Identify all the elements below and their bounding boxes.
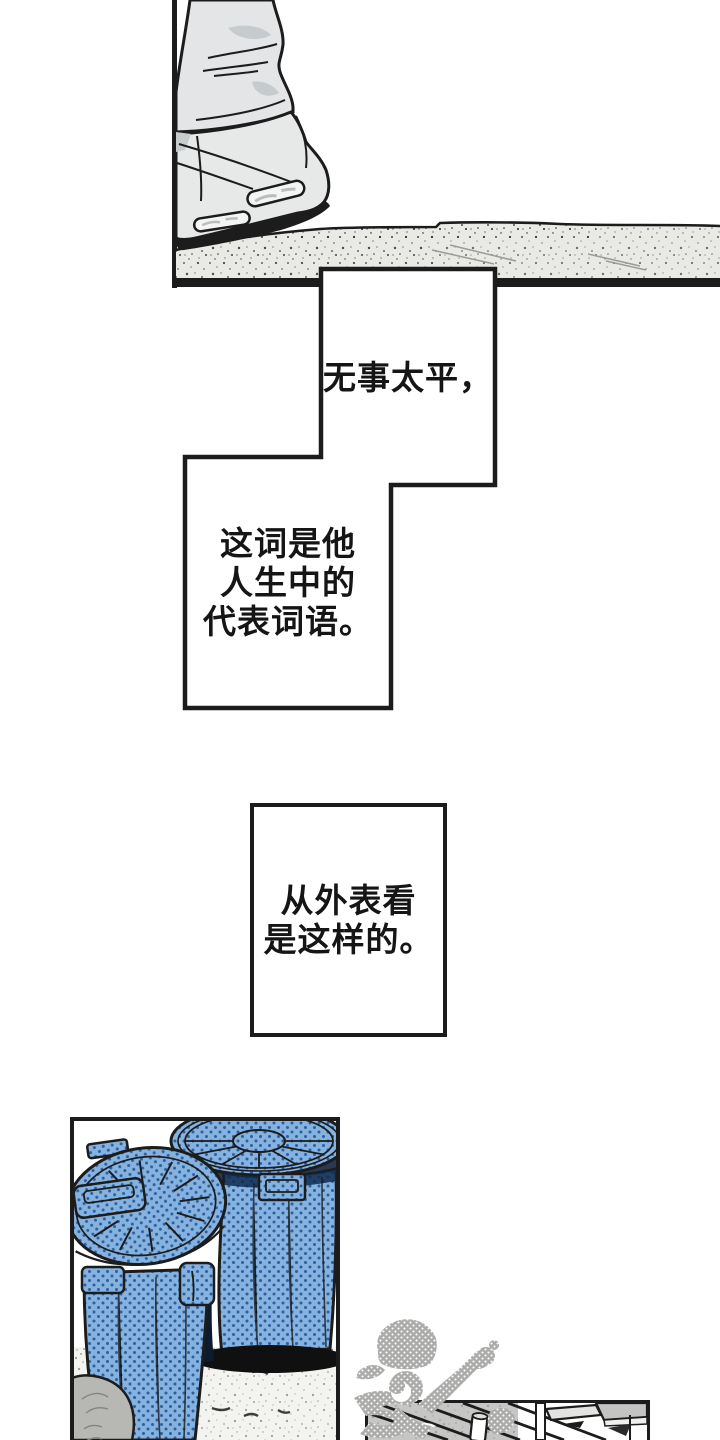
bottle	[469, 1412, 489, 1440]
watermark-swirl	[354, 1390, 410, 1438]
narration-box-2: 这词是他 人生中的 代表词语。	[185, 457, 391, 708]
narration-box-outline	[182, 266, 498, 711]
narration-line: 是这样的。	[263, 921, 434, 958]
narration-frame	[182, 266, 498, 711]
trash-can-right	[169, 1121, 336, 1373]
narration-line: 这词是他	[220, 525, 356, 562]
watermark-head	[377, 1319, 437, 1370]
sole-vent-large	[246, 179, 306, 208]
rock	[74, 1374, 136, 1440]
lid-clip-right	[178, 1261, 216, 1307]
watermark-body	[390, 1407, 432, 1439]
lid-clip-left	[80, 1265, 126, 1295]
doorway-furniture	[535, 1403, 647, 1440]
lid-handle	[74, 1177, 147, 1219]
narration-line: 人生中的	[220, 564, 356, 601]
sole-vent-small	[192, 210, 251, 233]
watermark-arm	[418, 1350, 491, 1414]
can-shadow	[192, 1345, 336, 1373]
watermark-brim	[356, 1365, 385, 1380]
narration-line: 从外表看	[280, 882, 417, 919]
curb-edge-line	[175, 221, 720, 252]
narration-line: 代表词语。	[203, 603, 373, 640]
interior-stairs-panel	[365, 1400, 650, 1440]
narration-box-3: 从外表看 是这样的。	[250, 803, 447, 1037]
narration-box-1: 无事太平，	[321, 269, 495, 485]
narration-line: 无事太平，	[323, 358, 493, 396]
pant-leg	[174, 0, 295, 134]
trash-cans-panel	[70, 1117, 340, 1440]
street-curb-panel	[172, 0, 720, 288]
watermark-mitten	[487, 1407, 515, 1435]
sneaker	[174, 110, 331, 241]
graffiti-watermark	[354, 1319, 515, 1439]
